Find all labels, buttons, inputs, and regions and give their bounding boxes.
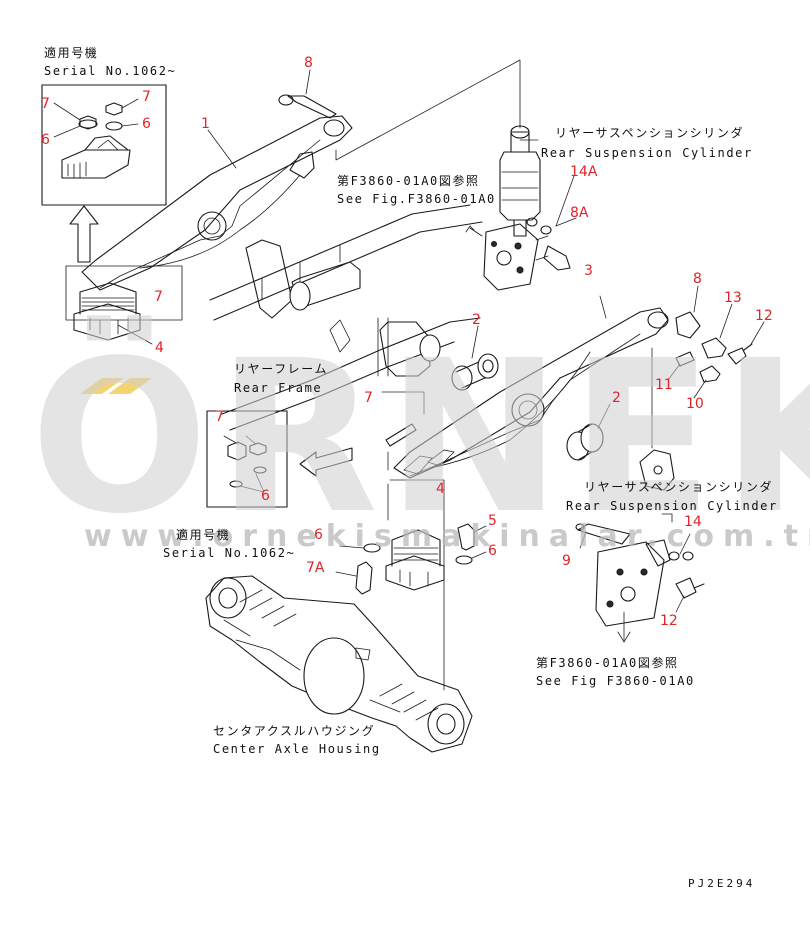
serial-note-mid-jp: 適用号機 [176,528,231,542]
callout-12-top: 12 [755,308,773,324]
right-hardware-parts [651,285,765,449]
washer-6-right [455,555,473,565]
callout-5: 5 [488,513,497,529]
up-arrow [69,205,99,263]
callout-7-box1-right: 7 [142,89,151,105]
callout-6-box1-left: 6 [41,132,50,148]
callout-4-mid: 4 [436,481,445,497]
callout-6-mid-right: 6 [488,543,497,559]
cylinder-label-top-jp: リヤーサスペンションシリンダ [555,126,745,140]
serial-note-top-en: Serial No.1062~ [44,64,177,78]
callout-2-mid: 2 [472,312,481,328]
callout-8-top: 8 [304,55,313,71]
cylinder-bracket-upper [465,175,577,291]
callout-7-box1-left: 7 [41,96,50,112]
rubber-mount-left [65,265,183,345]
callout-6-box2: 6 [261,488,270,504]
bolt-7a [355,561,373,595]
callout-7a: 7A [306,560,325,576]
bushing-2-right [566,403,611,461]
callout-11: 11 [655,377,673,393]
see-figure-top-en: See Fig.F3860-01A0 [337,192,496,206]
mount-fasteners [335,523,487,595]
serial-note-mid-en: Serial No.1062~ [163,546,296,560]
callout-14-bottom: 14 [684,514,702,530]
detail-washer [78,119,98,129]
grease-nipple-12-top [727,343,753,365]
drawing-code: PJ2E294 [688,877,756,890]
callout-9: 9 [562,553,571,569]
arm-1-bushing [197,211,227,241]
pin-8-right [675,311,701,339]
detail-mount-pad [61,149,131,179]
detail-box-upper-left [41,84,167,206]
callout-6-mid-left: 6 [314,527,323,543]
callout-1: 1 [201,116,210,132]
axle-housing-label-jp: センタアクスルハウジング [213,724,376,738]
suspension-arm-3 [393,295,669,479]
bolt-13 [701,337,727,359]
washer-6-left [363,543,381,553]
rear-frame [209,204,483,431]
rear-frame-label-en: Rear Frame [234,381,323,395]
callout-6-box1-right: 6 [142,116,151,132]
see-figure-top-jp: 第F3860-01A0図参照 [337,174,480,188]
cylinder-label-mid-en: Rear Suspension Cylinder [566,499,778,513]
callout-7-box2: 7 [215,409,224,425]
callout-7-mid: 7 [364,390,373,406]
callout-10: 10 [686,396,704,412]
pin-8-top [287,95,337,119]
see-figure-bottom-en: See Fig F3860-01A0 [536,674,695,688]
serial-note-top-jp: 適用号機 [44,46,99,60]
callout-4-left: 4 [155,340,164,356]
callout-14a: 14A [570,164,598,180]
bushing-2-mid [451,325,499,391]
detail-nut [79,115,97,130]
callout-8-right: 8 [693,271,702,287]
hollow-arrow [299,447,353,477]
detail-box-mid [206,410,353,508]
rear-suspension-cylinder-lower [639,449,675,523]
see-figure-bottom-jp: 第F3860-01A0図参照 [536,656,679,670]
cylinder-bracket-lower [575,523,705,643]
arm-1-hose [139,174,301,269]
callout-2-right: 2 [612,390,621,406]
callout-3: 3 [584,263,593,279]
bolt-10 [699,365,721,383]
washer-11 [675,351,695,367]
cylinder-label-mid-jp: リヤーサスペンションシリンダ [584,480,774,494]
callout-12-bottom: 12 [660,613,678,629]
rear-suspension-cylinder-upper [499,125,541,237]
rod-7 [381,391,425,471]
callout-8a: 8A [570,205,589,221]
rubber-mount-mid [385,479,445,691]
axle-housing-label-en: Center Axle Housing [213,742,381,756]
cylinder-label-top-en: Rear Suspension Cylinder [541,146,753,160]
suspension-arm-1 [81,69,353,291]
center-axle-housing [205,575,473,753]
arm-3-bushing [511,393,545,427]
rear-frame-label-jp: リヤーフレーム [234,362,329,376]
callout-13: 13 [724,290,742,306]
callout-7-left: 7 [154,289,163,305]
bolt-5 [457,523,475,551]
